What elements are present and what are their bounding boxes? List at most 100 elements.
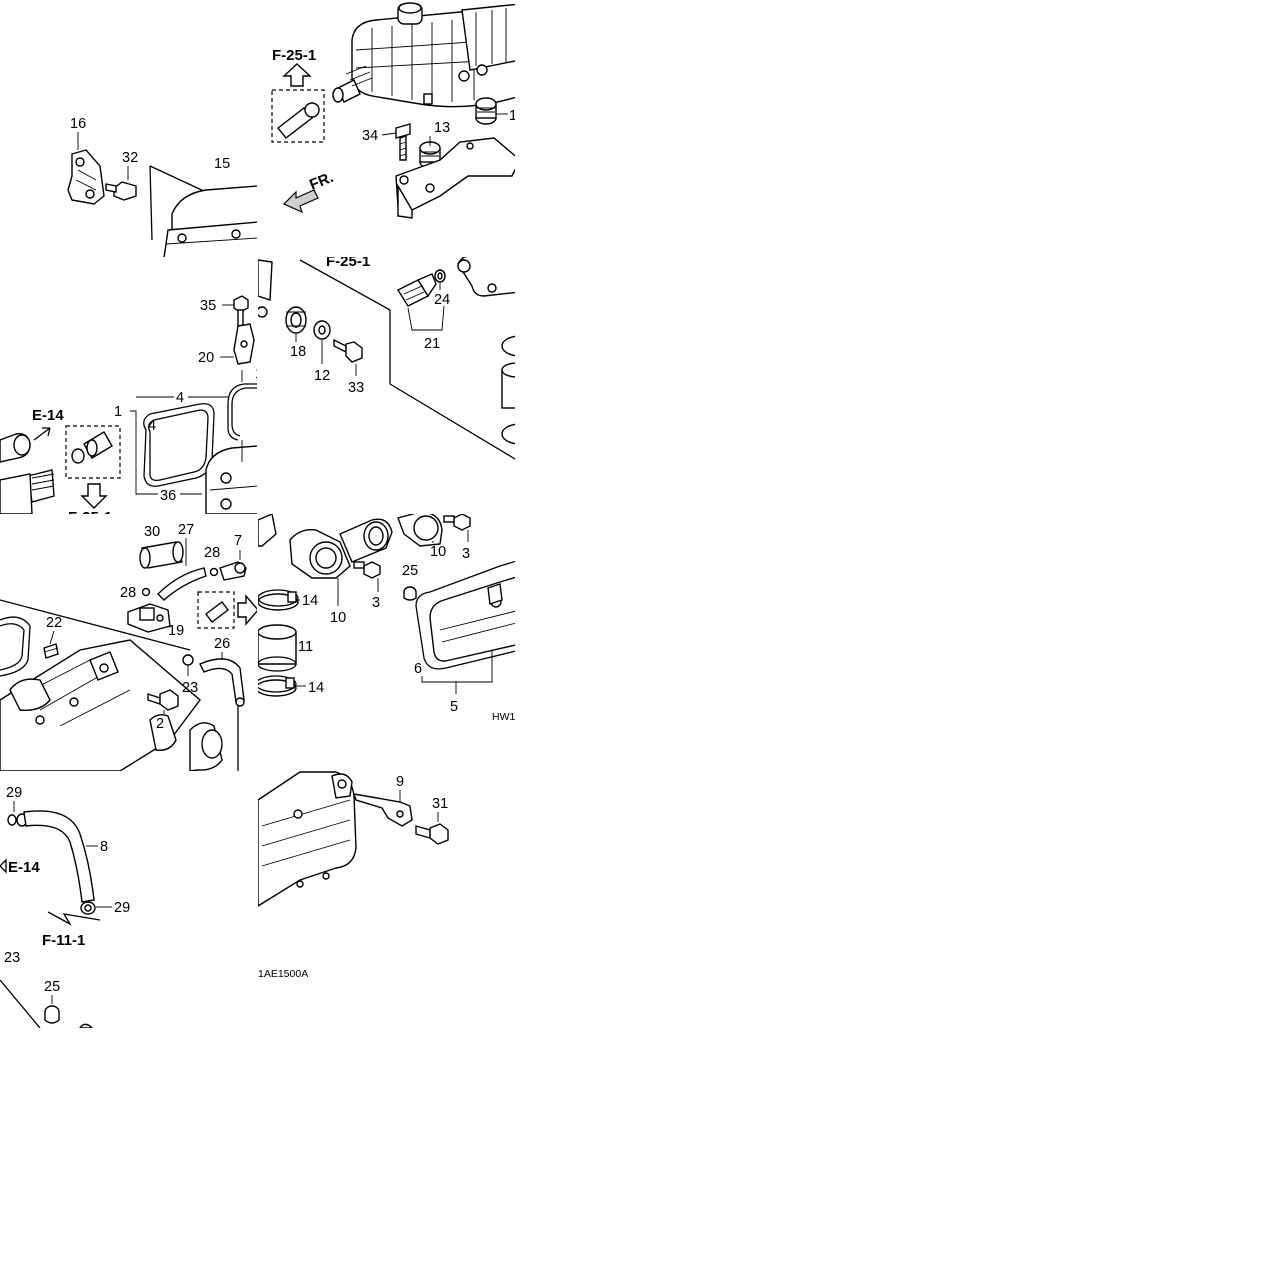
callout-1: 1: [114, 404, 122, 420]
callout-24: 24: [434, 292, 450, 308]
arrow-up-icon: [282, 63, 312, 87]
arrow-down-icon: [80, 483, 108, 509]
gasket-4-outer: [227, 383, 257, 441]
callout-4-mid: 4: [148, 418, 156, 434]
bolt-3-right: [443, 514, 471, 531]
ref-e14-upper: E-14: [32, 407, 64, 424]
callout-35: 35: [200, 298, 216, 314]
callout-28-lower: 28: [120, 585, 136, 601]
gasket-4-inner: [143, 403, 215, 487]
arrow-f11-icon: [47, 911, 101, 926]
hose-8: [23, 810, 95, 903]
callout-36: 36: [160, 488, 176, 504]
tile-gaskets: 35 20 4 4 1 13 36: [0, 295, 274, 526]
ref-f25-1-left: F-25-1: [68, 509, 112, 526]
hose-fitting-left: [0, 433, 55, 514]
callout-13-lower: 13: [255, 366, 271, 382]
callout-26: 26: [214, 636, 230, 652]
callout-25-lower: 25: [44, 979, 60, 995]
tile-reservoir-mount: F-25-1 34 13 1: [271, 2, 517, 219]
callout-17: 17: [258, 418, 274, 434]
ref-f11-1: F-11-1: [42, 932, 85, 949]
callout-14-upper: 14: [302, 593, 318, 609]
cover-15: [163, 185, 257, 257]
bolt-2: [147, 689, 179, 711]
callout-4-top: 4: [176, 390, 184, 406]
bolt-34: [395, 123, 411, 161]
callout-23-lower: 23: [4, 950, 20, 966]
callout-23-upper: 23: [182, 680, 198, 696]
callout-10-right: 10: [430, 544, 446, 560]
diagram-code-bottom: 1AE1500A: [258, 968, 308, 980]
hose-clamp-14-upper: [258, 589, 299, 611]
callout-29-lower: 29: [114, 900, 130, 916]
hose-detail-box-center: [197, 591, 235, 629]
tile-hoses: 30 27 28 7 28 19 22: [0, 522, 257, 771]
hose-30: [139, 541, 184, 569]
callout-27: 27: [178, 522, 194, 538]
callout-22: 22: [46, 615, 62, 631]
thermostat-housing-10-right: [397, 514, 443, 547]
callout-7: 7: [234, 533, 242, 549]
callout-29-upper: 29: [6, 785, 22, 801]
gasket-lower-left: [0, 616, 31, 677]
callout-1-right: 1: [509, 108, 517, 124]
callout-9: 9: [396, 774, 404, 790]
diagram-code-right: HW1: [492, 711, 515, 723]
washer-24: [434, 269, 446, 283]
hose-27: [157, 567, 207, 601]
callout-11: 11: [298, 639, 313, 655]
side-cover-5: [415, 560, 515, 670]
grommet-18: [285, 306, 307, 334]
callout-6: 6: [414, 661, 422, 677]
ref-f25-1-top: F-25-1: [272, 47, 316, 64]
clip-23: [182, 654, 194, 666]
callout-8: 8: [100, 839, 108, 855]
bracket-16: [67, 149, 105, 205]
ref-front-arrow: FR.: [307, 169, 336, 194]
ref-e14-lower: E-14: [8, 859, 40, 876]
cap-25-lower: [44, 1005, 60, 1024]
hose-stack-right: [501, 335, 515, 445]
tile-sensor: F-25-1 18 12 33: [258, 253, 515, 460]
hose-detail-box-left: [65, 425, 121, 479]
bolt-35: [233, 295, 249, 327]
valve-cover-housing: [205, 445, 257, 514]
callout-30: 30: [144, 524, 160, 540]
collar-12: [313, 320, 331, 340]
callout-3-right: 3: [462, 546, 470, 562]
rubber-mount-1-right: [475, 97, 497, 125]
callout-14-lower: 14: [308, 680, 324, 696]
callout-32: 32: [122, 150, 138, 166]
callout-16: 16: [70, 116, 86, 132]
tile-bracket-9: 9 31 1AE1500A: [258, 771, 449, 980]
callout-10-left: 10: [330, 610, 346, 626]
front-arrow-icon: [282, 189, 319, 214]
callout-25-upper: 25: [402, 563, 418, 579]
callout-21: 21: [424, 336, 440, 352]
valve-bracket-19: [127, 603, 171, 633]
callout-19: 19: [168, 623, 184, 639]
callout-5: 5: [450, 699, 458, 715]
ref-f25-1-mid: F-25-1: [326, 253, 370, 270]
callout-33: 33: [348, 380, 364, 396]
callout-20: 20: [198, 350, 214, 366]
callout-3-left: 3: [372, 595, 380, 611]
mounting-bracket: [395, 137, 515, 219]
hose-clamp-14-lower: [258, 675, 297, 697]
callout-2: 2: [156, 716, 164, 732]
bolt-32: [105, 181, 137, 201]
hose-11: [258, 624, 297, 672]
valve-7: [219, 561, 247, 581]
cover-side-lower: [258, 771, 357, 907]
callout-34: 34: [362, 128, 378, 144]
bolt-31: [415, 823, 449, 845]
bracket-9: [352, 793, 413, 827]
tile-bracket-cover: 16 32 15: [67, 116, 257, 257]
callout-18: 18: [290, 344, 306, 360]
arrow-right-icon: [237, 594, 257, 626]
callout-13-upper: 13: [434, 120, 450, 136]
sensor-21: [396, 273, 437, 307]
bolt-33: [333, 338, 363, 363]
